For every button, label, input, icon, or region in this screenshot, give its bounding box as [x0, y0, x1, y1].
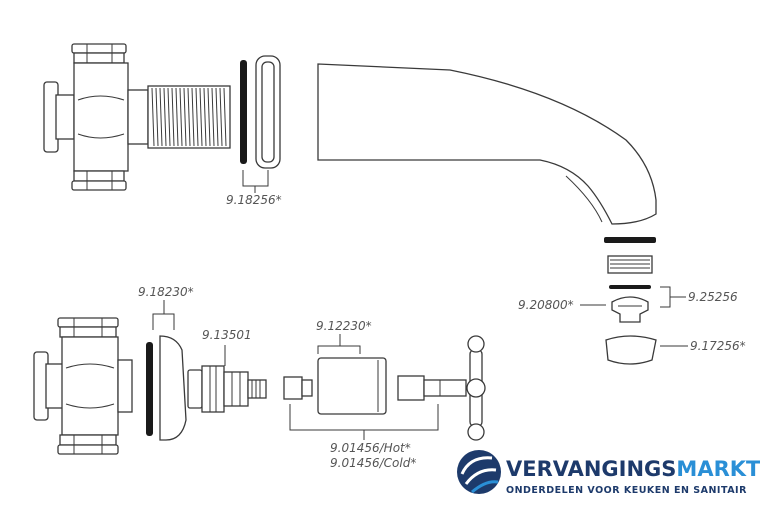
- label-9-01456-cold: 9.01456/Cold*: [330, 456, 416, 470]
- thread-line: [215, 87, 219, 147]
- spindle-adaptor: [283, 376, 313, 400]
- thread-line: [171, 87, 175, 147]
- thread-line: [207, 87, 211, 147]
- cartridge-headwork: [187, 365, 267, 413]
- thread-line: [223, 87, 227, 147]
- label-9-20800: 9.20800*: [518, 298, 574, 312]
- threaded-spigot: [147, 85, 231, 149]
- thread-line: [199, 87, 203, 147]
- swirl-logo-icon: [457, 450, 501, 494]
- thread-line: [155, 87, 159, 147]
- brand-name-part2: MARKT: [676, 457, 760, 481]
- leader-9-12230: [317, 334, 361, 354]
- label-9-17256: 9.17256*: [690, 339, 746, 353]
- thread-line: [159, 87, 163, 147]
- spout: [317, 63, 657, 225]
- aerator-stack: [604, 237, 657, 365]
- thread-line: [175, 87, 179, 147]
- thread-line: [219, 87, 223, 147]
- label-9-01456-hot: 9.01456/Hot*: [330, 441, 411, 455]
- leader-9-25256: [660, 286, 686, 308]
- thread-line: [179, 87, 183, 147]
- thread-line: [187, 87, 191, 147]
- brand-logo: VERVANGINGSMARKT ONDERDELEN VOOR KEUKEN …: [457, 450, 760, 496]
- label-9-18256: 9.18256*: [226, 193, 282, 207]
- upper-valve-body: [43, 43, 149, 191]
- label-9-25256: 9.25256: [688, 290, 738, 304]
- leader-9-18256: [242, 170, 269, 193]
- label-9-13501: 9.13501: [202, 328, 252, 342]
- brand-tagline: ONDERDELEN VOOR KEUKEN EN SANITAIR: [506, 485, 747, 496]
- thread-line: [195, 87, 199, 147]
- thread-line: [167, 87, 171, 147]
- brand-name: VERVANGINGSMARKT: [506, 457, 760, 481]
- thread-line: [211, 87, 215, 147]
- thread-line: [203, 87, 207, 147]
- thread-line: [163, 87, 167, 147]
- leader-9-18230: [152, 300, 175, 330]
- thread-line: [191, 87, 195, 147]
- label-9-18230: 9.18230*: [138, 285, 194, 299]
- label-9-12230: 9.12230*: [316, 319, 372, 333]
- thread-line: [151, 87, 155, 147]
- lower-o-ring-and-washer: [146, 335, 187, 441]
- thread-line: [183, 87, 187, 147]
- leader-9-01456: [289, 404, 439, 440]
- brand-name-part1: VERVANGINGS: [506, 457, 676, 481]
- cross-handle: [397, 335, 486, 441]
- lower-valve-body: [33, 317, 133, 455]
- upper-o-ring-and-washer: [240, 55, 281, 169]
- shroud: [317, 357, 387, 415]
